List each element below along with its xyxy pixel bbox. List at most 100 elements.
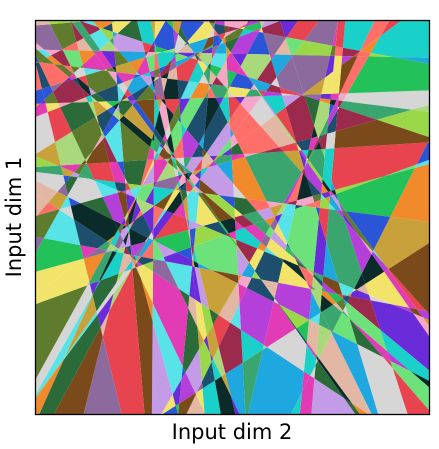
activation-region [36,359,64,414]
activation-region [60,164,82,173]
activation-region [323,127,328,135]
activation-region [109,161,126,184]
activation-region [141,159,154,186]
activation-region [298,265,314,287]
activation-region [197,60,208,74]
activation-region [330,190,334,196]
activation-region [156,154,164,160]
activation-region [294,142,299,150]
activation-region [221,373,231,397]
activation-region [311,289,322,310]
activation-region [259,21,264,23]
activation-region [211,270,239,284]
activation-region [371,251,388,272]
activation-region [359,236,373,254]
activation-region [212,35,222,45]
activation-region [320,193,325,200]
activation-region [261,96,263,97]
activation-region [245,21,260,27]
activation-region [357,344,408,414]
activation-region [132,265,136,269]
activation-region [128,230,130,238]
activation-region [287,200,297,205]
activation-region [312,138,320,150]
activation-region [141,72,151,77]
activation-region [219,40,224,45]
activation-region [67,177,103,204]
activation-region [54,64,73,78]
activation-region [153,236,155,240]
activation-region [215,97,224,106]
activation-region [56,357,65,370]
activation-region [162,405,178,414]
activation-region [189,173,195,179]
activation-region [36,142,61,166]
activation-region [262,91,282,97]
activation-region [329,99,337,106]
activation-region [134,262,138,268]
activation-region [192,263,193,267]
activation-region [213,154,232,165]
activation-region [350,289,371,301]
activation-region [137,256,154,265]
activation-region [185,180,194,192]
activation-region [230,52,232,54]
activation-region [426,311,429,315]
activation-region [39,314,101,414]
activation-region [63,77,72,83]
activation-region [118,247,126,253]
activation-region [187,179,189,181]
activation-region [304,95,307,97]
activation-region [304,167,305,169]
activation-region [107,106,116,115]
activation-region [306,96,321,101]
activation-region [87,281,90,286]
activation-region [36,258,90,304]
activation-region [162,133,167,144]
activation-region [95,180,118,197]
activation-region [279,87,302,95]
activation-region [78,50,95,65]
activation-region [102,23,113,32]
activation-region [214,21,216,23]
activation-region [159,76,162,78]
activation-region [226,53,230,60]
activation-region [129,254,132,258]
activation-region [91,96,98,102]
activation-region [114,182,126,192]
activation-region [102,69,108,71]
activation-region [334,119,429,149]
activation-region [154,92,157,100]
activation-region [179,98,181,103]
activation-region [163,252,193,267]
activation-region [199,53,212,64]
activation-region [159,143,164,149]
activation-region [270,218,278,231]
activation-region [283,203,285,204]
activation-region [188,229,191,247]
activation-region [320,310,322,313]
activation-region [103,136,118,163]
activation-region [63,175,71,183]
activation-region [283,172,302,204]
activation-region [36,56,39,63]
activation-region [330,194,331,197]
activation-region [303,344,317,376]
activation-region [187,43,192,50]
activation-region [138,188,141,193]
activation-region [194,54,200,61]
activation-region [77,174,90,179]
y-axis-label: Input dim 1 [2,157,26,278]
activation-region [321,291,337,305]
activation-region [303,77,326,95]
activation-region [151,321,173,414]
activation-region [212,27,215,30]
activation-region [36,215,37,217]
activation-region [236,244,250,264]
activation-region [341,56,354,66]
activation-region [301,371,311,393]
activation-region [304,162,323,194]
activation-region [166,59,172,66]
activation-region [186,97,208,144]
activation-region [166,191,183,214]
